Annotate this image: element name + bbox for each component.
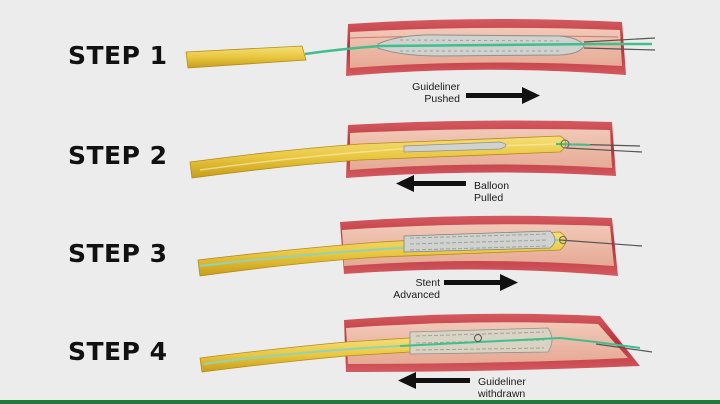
- caption-line: Pushed: [424, 93, 460, 105]
- caption-line: Advanced: [393, 289, 440, 301]
- step-3-illustration: [197, 215, 643, 277]
- balloon-catheter: [403, 141, 507, 153]
- arrow-right-icon: [466, 87, 540, 104]
- guidewire: [304, 37, 656, 56]
- caption-line: withdrawn: [478, 388, 526, 400]
- bottom-bar: [0, 400, 720, 404]
- step-1-caption: Guideliner Pushed: [392, 81, 460, 105]
- step-4-illustration: [199, 313, 653, 373]
- caption-line: Guideliner: [478, 376, 526, 388]
- guide-catheter: [185, 45, 307, 69]
- step-2-illustration: [189, 120, 643, 179]
- guidewire: [559, 236, 643, 247]
- step-3-label: STEP 3: [68, 239, 168, 268]
- guidewire: [399, 334, 653, 353]
- caption-line: Stent: [415, 277, 440, 289]
- step-2-caption: Balloon Pulled: [474, 180, 544, 204]
- caption-line: Pulled: [474, 192, 504, 204]
- arrow-left-icon: [396, 175, 466, 192]
- step-2-label: STEP 2: [68, 141, 168, 170]
- caption-line: Guideliner: [412, 81, 460, 93]
- step-4-label: STEP 4: [68, 337, 168, 366]
- step-1-label: STEP 1: [68, 41, 168, 70]
- caption-line: Balloon: [474, 180, 510, 192]
- step-3-caption: Stent Advanced: [376, 277, 440, 301]
- arrow-left-icon: [398, 372, 470, 389]
- step-4-caption: Guideliner withdrawn: [478, 376, 558, 400]
- arrow-right-icon: [444, 274, 518, 291]
- stent: [403, 230, 556, 253]
- guidewire: [555, 139, 643, 153]
- step-1-illustration: [185, 18, 656, 76]
